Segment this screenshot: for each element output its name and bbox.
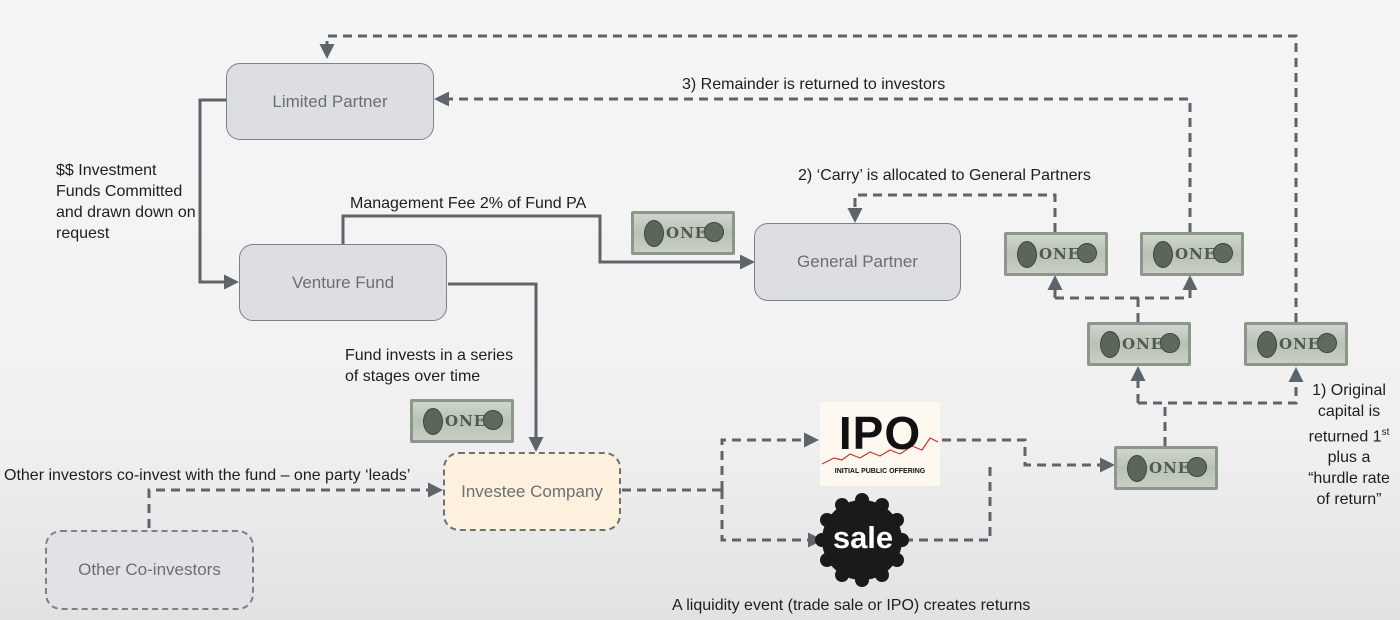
ipo-title: IPO [838,407,922,459]
arrow-to-original-capital [1138,367,1304,405]
arrow-lp-to-venture-fund [198,98,239,290]
dollar-bill-icon-fund-invest: ONE [410,399,514,443]
original-capital-text-1: 1) Original capital is returned 1 [1308,382,1386,446]
limited-partner-box: Limited Partner [226,63,434,140]
original-capital-label: 1) Original capital is returned 1st plus… [1305,380,1393,510]
dollar-bill-icon-profit: ONE [1087,322,1191,366]
other-coinvestors-box: Other Co-investors [45,530,254,610]
dollar-bill-icon-carry: ONE [1004,232,1108,276]
arrow-to-ipo [720,432,819,490]
investment-funds-label: $$ Investment Funds Committed and drawn … [56,162,196,242]
arrow-remainder-to-lp [434,91,1192,232]
dollar-bill-icon-returns: ONE [1114,446,1218,490]
sale-badge [815,493,909,587]
arrow-carry-to-gp [847,193,1057,232]
arrow-fund-invests [448,282,544,452]
fund-invests-label: Fund invests in a series of stages over … [345,347,514,385]
bill-text: ONE [445,412,487,430]
investee-company-label: Investee Company [461,481,603,501]
bill-text: ONE [1149,459,1191,477]
co-invest-label: Other investors co-invest with the fund … [4,467,411,484]
ipo-subtitle: INITIAL PUBLIC OFFERING [834,468,926,475]
ipo-stock-line [821,437,939,465]
other-coinvestors-label: Other Co-investors [78,560,221,579]
venture-fund-box: Venture Fund [239,244,447,321]
arrow-ipo-to-returns [942,438,1115,473]
remainder-label: 3) Remainder is returned to investors [682,76,946,93]
dollar-bill-icon-remainder: ONE [1140,232,1244,276]
general-partner-box: General Partner [754,223,961,301]
liquidity-event-label: A liquidity event (trade sale or IPO) cr… [672,597,1031,614]
carry-label: 2) ‘Carry’ is allocated to General Partn… [798,167,1091,184]
bill-text: ONE [666,224,708,242]
dollar-bill-icon-management-fee: ONE [631,211,735,255]
investee-company-box: Investee Company [443,452,621,531]
arrow-to-sale [720,490,823,548]
dollar-bill-icon-original-capital: ONE [1244,322,1348,366]
limited-partner-label: Limited Partner [272,91,388,111]
sale-label: sale [832,520,894,555]
bill-text: ONE [1039,245,1081,263]
arrow-management-fee [341,214,755,270]
venture-fund-label: Venture Fund [291,272,395,292]
bill-text: ONE [1122,335,1164,353]
bill-text: ONE [1175,245,1217,263]
original-capital-sup: st [1381,427,1390,438]
general-partner-label: General Partner [797,252,918,271]
management-fee-label: Management Fee 2% of Fund PA [350,195,587,212]
bill-text: ONE [1279,335,1321,353]
arrow-original-capital-to-lp [319,34,1298,322]
ipo-graphic: IPO INITIAL PUBLIC OFFERING [820,402,940,486]
original-capital-text-2: plus a “hurdle rate of return” [1308,449,1390,509]
arrow-coinvest [147,482,443,528]
arrow-sale-to-returns [904,465,992,542]
